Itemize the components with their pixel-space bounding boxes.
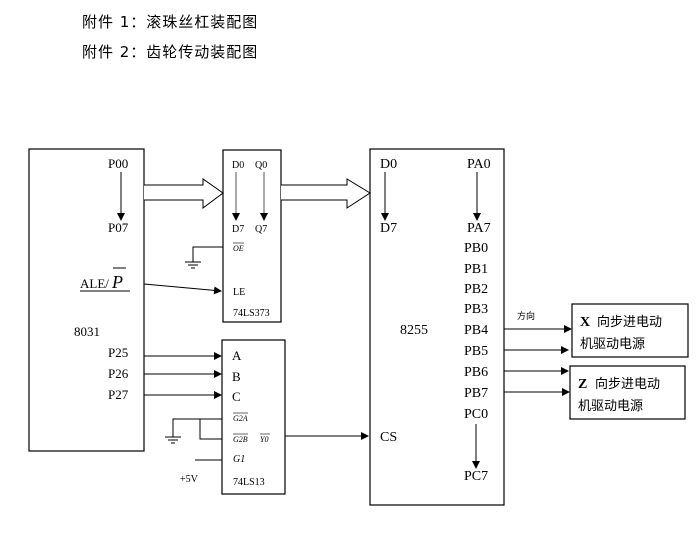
ppi-pb2-label: PB2 <box>464 282 488 297</box>
decoder-a-label: A <box>232 348 242 363</box>
latch-oe-label: OE <box>233 244 244 253</box>
z-driver-line2: 机驱动电源 <box>578 399 643 414</box>
vcc-label: +5V <box>180 474 199 485</box>
bus-arrow-latch-to-ppi <box>281 178 371 209</box>
x-driver-box <box>571 303 689 358</box>
x-driver-line1: 向步进电动 <box>597 314 662 330</box>
cpu-ale-label: ALE/ <box>80 276 109 291</box>
ppi-d0-label: D0 <box>380 157 397 172</box>
cpu-p26-label: P26 <box>108 366 129 381</box>
caption-attachment-1: 附件 1：滚珠丝杠装配图 <box>82 13 259 31</box>
latch-q7-label: Q7 <box>255 224 267 235</box>
ppi-pb4-label: PB4 <box>464 323 488 338</box>
latch-le-label: LE <box>233 287 245 298</box>
decoder-74ls13-box <box>221 339 286 495</box>
ppi-pa7-label: PA7 <box>467 221 491 236</box>
ppi-pb5-label: PB5 <box>464 344 488 359</box>
cpu-p07-label: P07 <box>108 220 129 235</box>
decoder-g2b-label: G2B <box>233 435 248 444</box>
ppi-pb0-label: PB0 <box>464 241 488 256</box>
decoder-y0-label: Y0 <box>260 435 268 444</box>
latch-d7-label: D7 <box>232 224 244 235</box>
x-driver-line2: 机驱动电源 <box>580 337 645 352</box>
caption-attachment-2: 附件 2：齿轮传动装配图 <box>82 43 259 61</box>
ale-to-le-wire <box>143 283 222 295</box>
ppi-8255-box <box>369 148 505 506</box>
direction-label: 方向 <box>517 310 535 322</box>
bus-arrow-cpu-to-latch <box>144 178 224 209</box>
decoder-g1-label: G1 <box>233 454 245 465</box>
ppi-pa0-label: PA0 <box>467 157 491 172</box>
cpu-8031-box <box>28 148 145 452</box>
z-driver-box <box>569 365 686 420</box>
cpu-p27-label: P27 <box>108 387 129 402</box>
cpu-name: 8031 <box>74 324 100 339</box>
cpu-p25-label: P25 <box>108 345 128 360</box>
decoder-g2a-label: G2A <box>233 414 248 423</box>
g2a-ground-wire <box>172 418 222 437</box>
ground-icon <box>165 436 181 444</box>
latch-74ls373-box <box>222 149 282 323</box>
ppi-pc0-label: PC0 <box>464 407 488 422</box>
decoder-b-label: B <box>232 369 241 384</box>
g2b-ground-wire <box>199 419 222 440</box>
z-driver-line1: 向步进电动 <box>595 376 660 392</box>
ppi-pb3-label: PB3 <box>464 302 488 317</box>
ppi-name: 8255 <box>400 323 428 338</box>
ppi-cs-label: CS <box>380 430 397 445</box>
ground-icon <box>185 261 201 269</box>
cpu-ale-bar-label: P <box>111 272 123 292</box>
decoder-c-label: C <box>232 389 241 404</box>
decoder-name: 74LS13 <box>233 477 265 488</box>
latch-q0-label: Q0 <box>255 160 267 171</box>
oe-ground-wire <box>192 246 223 262</box>
ppi-pb7-label: PB7 <box>464 386 488 401</box>
ppi-pc7-label: PC7 <box>464 469 488 484</box>
ppi-pb1-label: PB1 <box>464 262 488 277</box>
latch-name: 74LS373 <box>233 308 270 319</box>
cpu-p00-label: P00 <box>108 156 128 171</box>
ppi-d7-label: D7 <box>380 221 397 236</box>
latch-d0-label: D0 <box>232 160 244 171</box>
z-driver-letter: Z <box>578 377 587 392</box>
ppi-pb6-label: PB6 <box>464 365 488 380</box>
x-driver-letter: X <box>580 315 590 330</box>
